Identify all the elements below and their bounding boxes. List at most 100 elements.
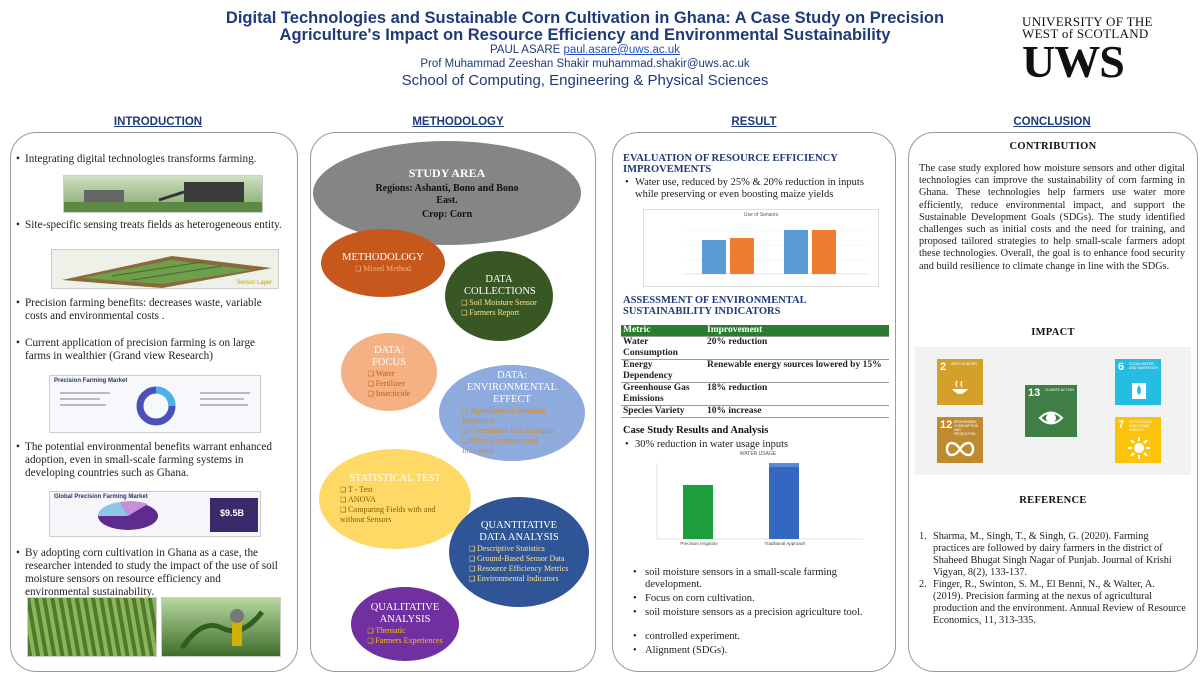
sdg-2-tile: 2 ZERO HUNGER — [937, 359, 983, 405]
env-effect-item: Greenhouse Gas Emission — [462, 426, 562, 436]
data-focus-bubble: DATA: FOCUS Water Fertilizer Insecticide — [341, 333, 437, 411]
reference-text: Finger, R., Swinton, S. M., El Benni, N.… — [933, 579, 1186, 626]
sdg-12-tile: 12 RESPONSIBLE CONSUMPTION AND PRODUCTIO… — [937, 417, 983, 463]
intro-item-4: Current application of precision farming… — [16, 337, 283, 363]
market-chart-image-1: Precision Farming Market — [49, 375, 261, 433]
market-donut-chart — [60, 386, 250, 426]
sdg-13-label: CLIMATE ACTION — [1045, 388, 1074, 392]
data-focus-item: Water — [368, 369, 411, 379]
title-line-2: Agriculture's Impact on Resource Efficie… — [279, 26, 891, 44]
sdg-6-tile: 6 CLEAN WATER AND SANITATION — [1115, 359, 1161, 405]
sun-icon — [1128, 437, 1150, 459]
reference-heading: REFERENCE — [1019, 495, 1087, 506]
sdg-7-number: 7 — [1118, 419, 1125, 431]
env-effect-bubble: DATA: ENVIRONMENTAL EFFECT Agrochemical … — [439, 365, 585, 461]
impact-heading: IMPACT — [1031, 327, 1075, 338]
field-grid-illustration — [62, 256, 272, 288]
result-bullet-text: soil moisture sensors as a precision agr… — [645, 607, 863, 618]
methodology-panel: STUDY AREA Regions: Ashanti, Bono and Bo… — [310, 132, 596, 672]
table-cell: Species Variety — [621, 405, 705, 418]
sdg-13-tile: 13 CLIMATE ACTION — [1025, 385, 1077, 437]
eval-bullet-text: Water use, reduced by 25% & 20% reductio… — [635, 177, 864, 200]
result-panel: EVALUATION OF RESOURCE EFFICIENCY IMPROV… — [612, 132, 896, 672]
qualitative-list: Thematic Farmers Experiences — [367, 626, 442, 646]
robot-farming-image — [63, 175, 263, 213]
result-bullet-4: •controlled experiment. — [633, 631, 741, 642]
result-bullet-text: controlled experiment. — [645, 631, 741, 642]
contribution-text: The case study explored how moisture sen… — [919, 163, 1185, 272]
quantitative-item: Resource Efficiency Metrics — [469, 564, 569, 574]
qualitative-item: Farmers Experiences — [367, 636, 442, 646]
infinity-icon — [945, 441, 975, 457]
water-label-precision: Precision Irrigation — [680, 541, 718, 546]
contribution-heading: CONTRIBUTION — [1009, 141, 1097, 152]
water-drop-icon — [1132, 383, 1146, 399]
stat-test-item: ANOVA — [340, 495, 450, 505]
case-bullet-text: 30% reduction in water usage inputs — [635, 439, 789, 450]
study-area-crop: Crop: Corn — [421, 209, 473, 220]
table-cell: 20% reduction — [705, 336, 889, 360]
heading-introduction: INTRODUCTION — [113, 116, 203, 128]
author-1: PAUL ASARE paul.asare@uws.ac.uk — [150, 44, 1020, 56]
study-area-title: STUDY AREA — [408, 166, 486, 180]
sdg-2-number: 2 — [940, 361, 947, 373]
table-header-cell: Improvement — [705, 325, 889, 337]
reference-text: Sharma, M., Singh, T., & Singh, G. (2020… — [933, 531, 1172, 578]
table-header-cell: Metric — [621, 325, 705, 337]
method-item-mixed: Mixed Method — [355, 264, 411, 274]
water-bar-traditional — [769, 463, 799, 539]
stat-test-item: Comparing Fields with and without Sensor… — [340, 505, 450, 525]
intro-item-3: Precision farming benefits: decreases wa… — [16, 297, 283, 323]
sdg-7-label: AFFORDABLE AND CLEAN ENERGY — [1129, 420, 1153, 432]
statistical-test-list: T - Test ANOVA Comparing Fields with and… — [340, 485, 450, 525]
reference-2: 2.Finger, R., Swinton, S. M., El Benni, … — [919, 579, 1186, 626]
author-1-email-link[interactable]: paul.asare@uws.ac.uk — [563, 44, 681, 56]
eye-globe-icon — [1038, 411, 1064, 425]
intro-item-5: The potential environmental benefits war… — [16, 441, 283, 480]
env-effect-item: Other Environmental Indicators — [462, 436, 562, 456]
table-row: Greenhouse Gas Emissions 18% reduction — [621, 382, 889, 406]
uws-logo: UNIVERSITY OF THE WEST of SCOTLAND UWS — [1022, 15, 1192, 86]
water-bar-precision — [683, 485, 713, 539]
methodology-bubble-title: METHODOLOGY — [342, 252, 424, 263]
sensor-bar — [730, 238, 754, 274]
data-collection-item: Soil Moisture Sensor — [461, 298, 537, 308]
qualitative-item: Thematic — [367, 626, 442, 636]
qualitative-bubble: QUALITATIVE ANALYSIS Thematic Farmers Ex… — [351, 587, 459, 661]
author-1-name: PAUL ASARE — [489, 44, 561, 56]
result-bullet-text: soil moisture sensors in a small-scale f… — [645, 567, 837, 590]
table-cell: Greenhouse Gas Emissions — [621, 382, 705, 406]
intro-item-2: Site-specific sensing treats fields as h… — [16, 219, 283, 232]
sensor-bar — [702, 240, 726, 274]
quantitative-title: QUANTITATIVE DATA ANALYSIS — [479, 520, 559, 543]
study-area-regions: Regions: Ashanti, Bono and Bono East. — [375, 183, 519, 206]
sensor-chart-svg — [684, 229, 868, 275]
sdg-12-number: 12 — [940, 419, 953, 431]
result-bullet-text: Focus on corn cultivation. — [645, 593, 755, 604]
data-collections-bubble: DATA COLLECTIONS Soil Moisture Sensor Fa… — [445, 251, 553, 341]
sdg-panel: 2 ZERO HUNGER 6 CLEAN WATER AND SANITATI… — [915, 347, 1191, 475]
introduction-panel: Integrating digital technologies transfo… — [10, 132, 298, 672]
title-line-1: Digital Technologies and Sustainable Cor… — [225, 9, 945, 27]
poster-title: Digital Technologies and Sustainable Cor… — [150, 10, 1020, 44]
sensor-layer-label: Sensor Layer — [236, 280, 272, 286]
quantitative-item: Descriptive Statistics — [469, 544, 569, 554]
water-chart-svg — [656, 463, 863, 540]
env-effect-list: Agrochemical Residual Reduction Greenhou… — [462, 406, 562, 456]
sdg-6-number: 6 — [1118, 361, 1125, 373]
data-collection-item: Farmers Report — [461, 308, 537, 318]
case-bullet: •30% reduction in water usage inputs — [625, 439, 789, 450]
table-cell: 10% increase — [705, 405, 889, 418]
study-area-bubble: STUDY AREA Regions: Ashanti, Bono and Bo… — [313, 141, 581, 245]
intro-item-1: Integrating digital technologies transfo… — [16, 153, 283, 166]
field-sensing-image: Sensor Layer — [51, 249, 279, 289]
data-collections-list: Soil Moisture Sensor Farmers Report — [461, 298, 537, 318]
statistical-test-bubble: STATISTICAL TEST T - Test ANOVA Comparin… — [319, 449, 471, 549]
methodology-bubble-list: Mixed Method — [355, 264, 411, 274]
table-cell: 18% reduction — [705, 382, 889, 406]
water-label-traditional: Traditional Approach — [764, 541, 806, 546]
sdg-13-number: 13 — [1028, 387, 1041, 399]
qualitative-title: QUALITATIVE ANALYSIS — [370, 602, 440, 625]
table-row: Species Variety 10% increase — [621, 405, 889, 418]
quantitative-item: Ground-Based Sensor Data — [469, 554, 569, 564]
